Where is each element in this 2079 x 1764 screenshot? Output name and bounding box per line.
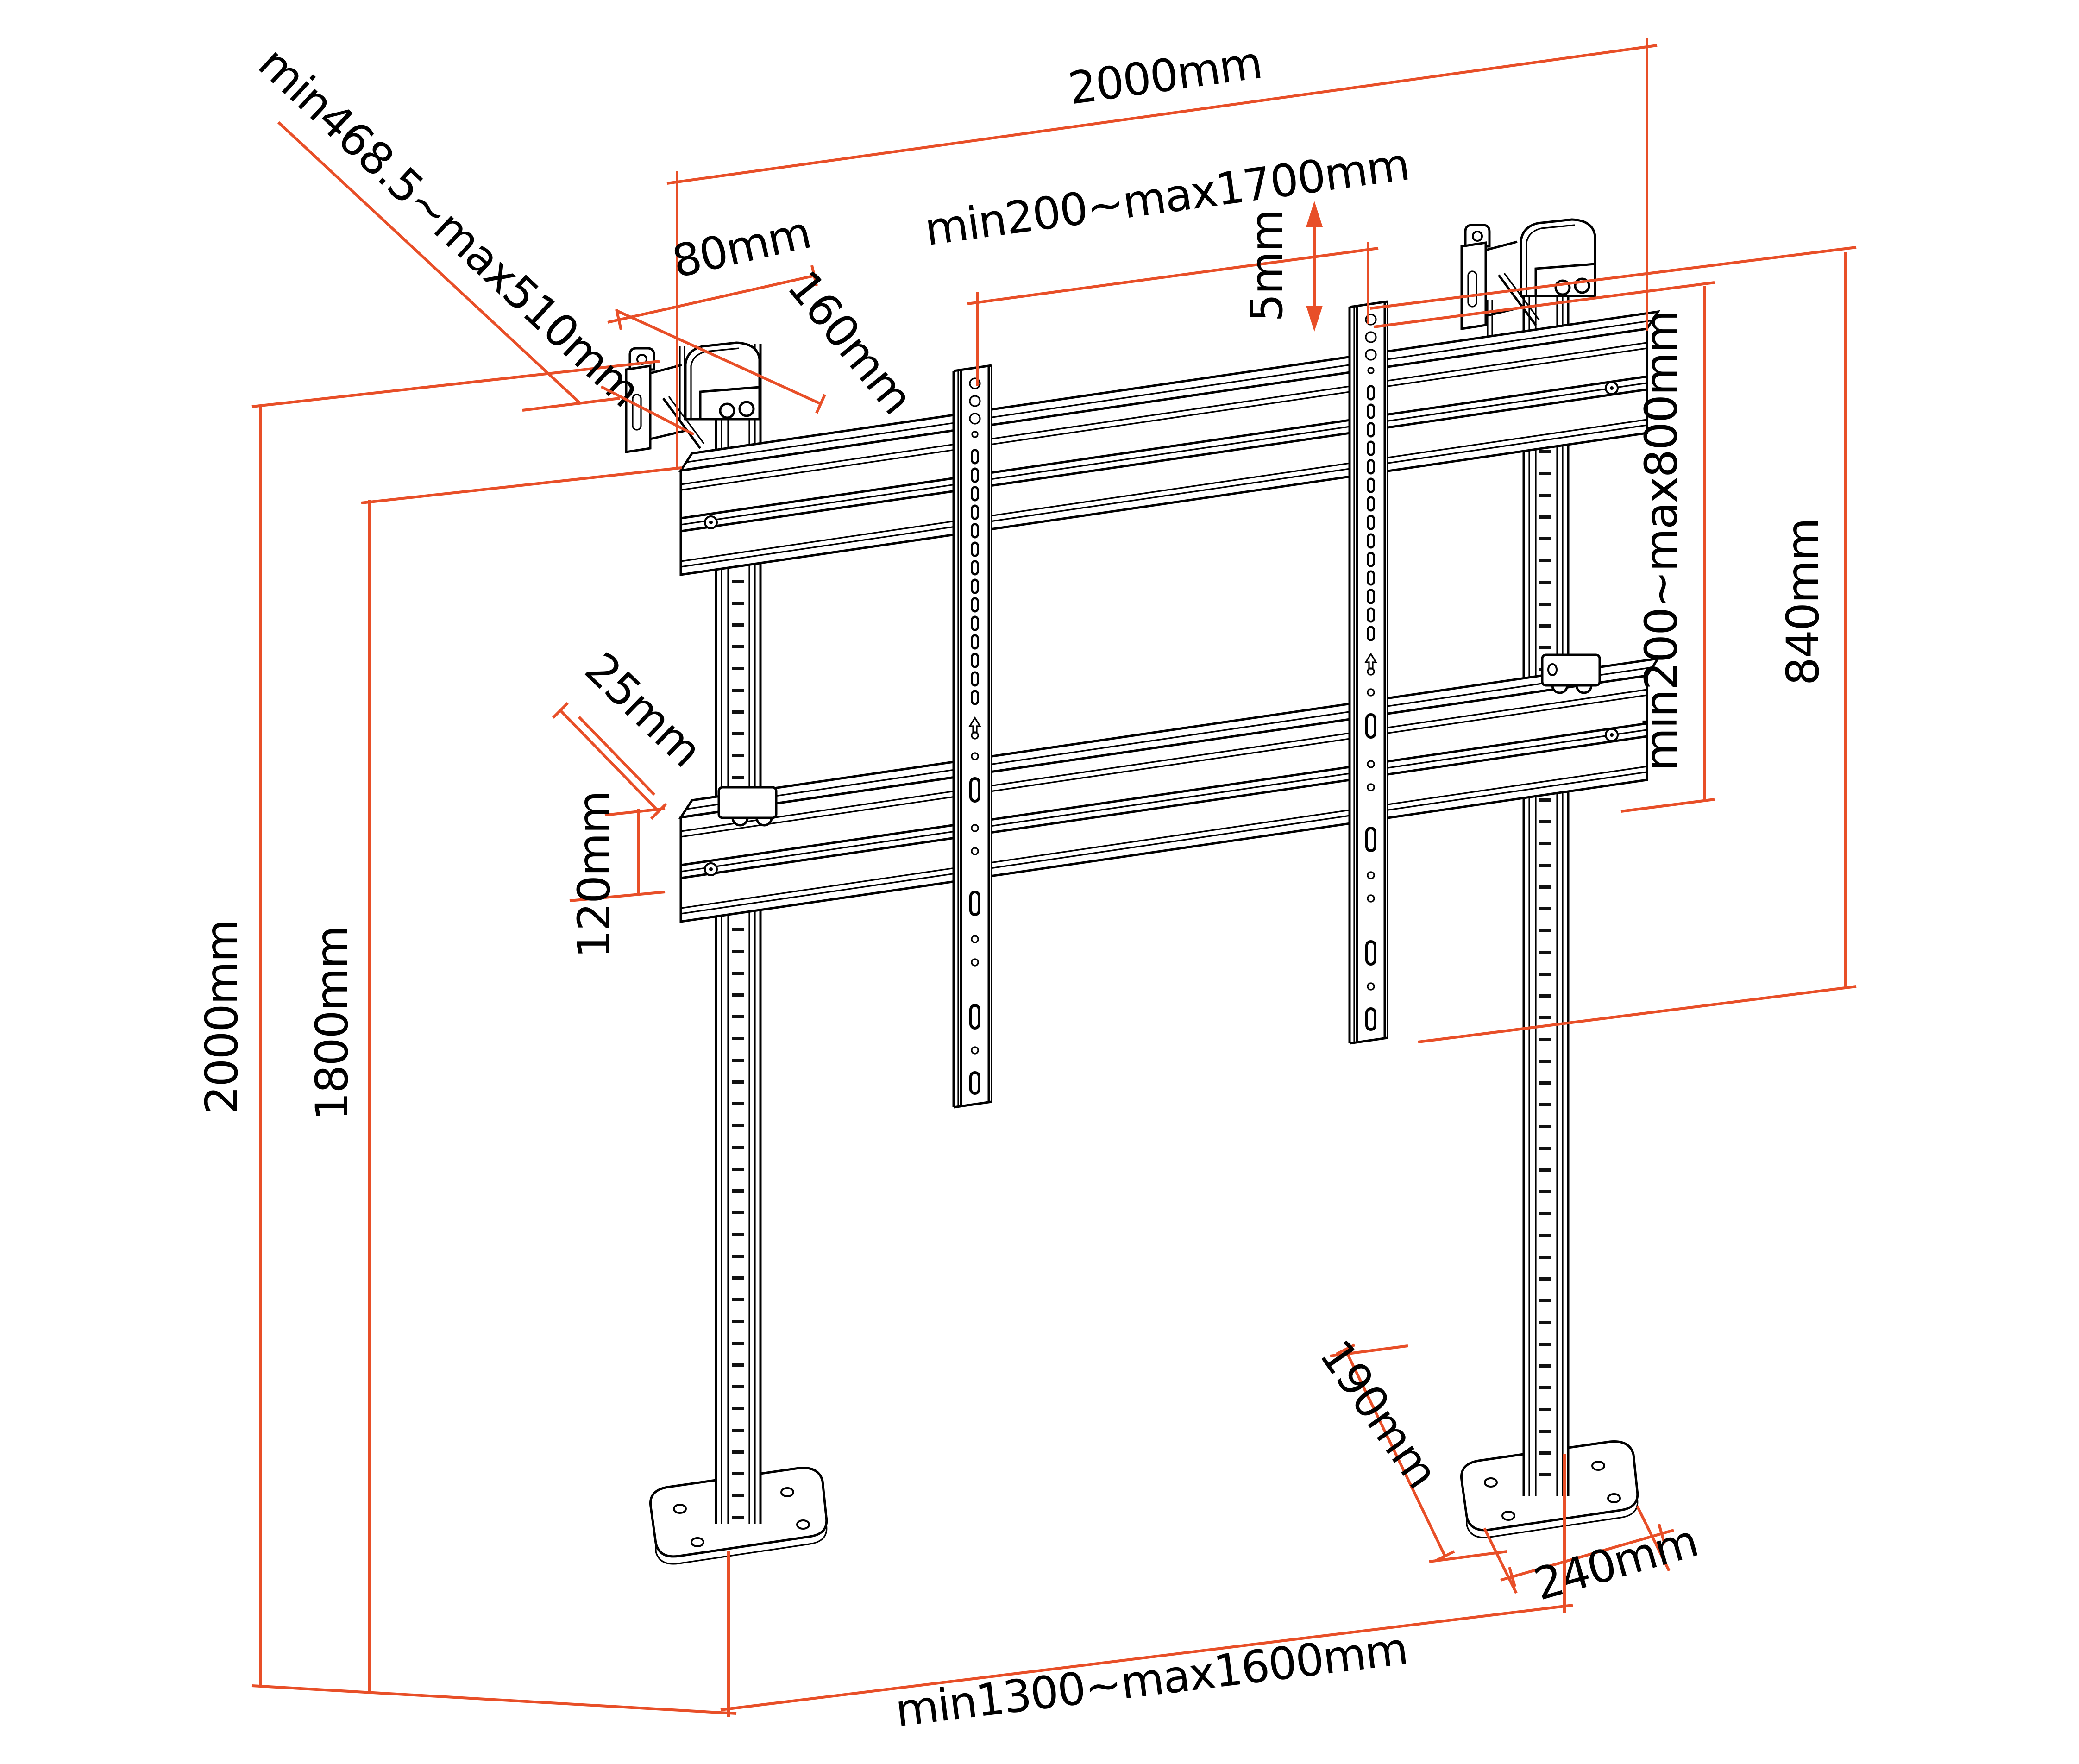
- dimension-label-column-height: 1800mm: [306, 926, 358, 1120]
- screw-hole: [1607, 1493, 1621, 1503]
- left-vesa-strip: [952, 364, 992, 1109]
- tick: [1658, 1524, 1666, 1544]
- dimension-label-wall-offset: min468.5~max510mm: [249, 37, 651, 417]
- dimension-vesa-height: min200~max800mm: [1373, 281, 1715, 813]
- screw-hole: [691, 1537, 704, 1547]
- extension-line: [1620, 798, 1715, 813]
- top-crossbar: [678, 310, 1661, 576]
- extension-line: [569, 891, 666, 902]
- extension-line: [1369, 246, 1857, 310]
- dimension-total-height: 2000mm: [196, 360, 737, 1715]
- arrow-head-down: [1306, 306, 1323, 332]
- clamp-bolt: [719, 402, 735, 419]
- dimension-line: [617, 310, 822, 405]
- extension-line: [1429, 1550, 1507, 1563]
- dimension-line: [1500, 1529, 1674, 1582]
- dimension-line: [666, 44, 1658, 185]
- vesa-holes: [1364, 314, 1377, 1031]
- dimension-column-height: 1800mm: [306, 466, 682, 1692]
- dimension-line: [559, 709, 660, 813]
- tick: [615, 309, 622, 330]
- dimension-line: [967, 247, 1379, 305]
- screw-hole: [1501, 1511, 1515, 1521]
- right-column: [1487, 296, 1570, 1496]
- dimension-wall-offset: min468.5~max510mm: [249, 37, 651, 417]
- left-slider-bracket: [717, 786, 778, 827]
- dimension-label-clamp-offset: 80mm: [667, 207, 815, 288]
- dimension-label-stand-width: min1300~max1600mm: [892, 1623, 1410, 1737]
- tick: [815, 394, 826, 414]
- screw-hole: [780, 1487, 794, 1497]
- dimension-vesa-width: min200~max1700mm: [922, 138, 1412, 386]
- dimension-stand-width: min1300~max1600mm: [720, 1454, 1573, 1737]
- extension-line: [251, 1684, 737, 1715]
- dimension-label-base-depth: 190mm: [1310, 1331, 1448, 1497]
- dimension-label-vesa-width: min200~max1700mm: [922, 138, 1412, 256]
- dimension-line: [277, 121, 582, 405]
- dimension-label-total-height: 2000mm: [196, 920, 248, 1114]
- right-slider-bracket: [1541, 653, 1601, 694]
- tick: [650, 803, 667, 820]
- extension-line: [604, 807, 666, 816]
- dimension-label-rail-height: 120mm: [568, 791, 620, 958]
- dimension-height-adjust: 5mm: [1241, 201, 1323, 332]
- extension-line: [1373, 281, 1715, 328]
- dimension-label-clamp-depth: 160mm: [778, 261, 923, 423]
- extension-line: [600, 385, 695, 436]
- screw-hole: [1591, 1461, 1605, 1471]
- arrow-head-up: [1306, 201, 1323, 227]
- extension-line: [361, 466, 682, 504]
- vesa-holes: [968, 377, 981, 1095]
- dimension-clamp-offset: 80mm: [607, 207, 818, 330]
- bracket-slot: [632, 394, 642, 431]
- dimension-label-base-width: 240mm: [1528, 1515, 1703, 1611]
- screw-hole: [673, 1504, 687, 1514]
- dimension-bracket-height: 840mm: [1369, 246, 1857, 1043]
- clamp-bolt: [738, 401, 755, 417]
- tick: [552, 702, 569, 719]
- extension-line: [1418, 985, 1857, 1043]
- screw-hole: [796, 1519, 810, 1530]
- extension-line: [1636, 1505, 1671, 1572]
- extension-line: [1330, 1344, 1408, 1357]
- extension-line: [251, 360, 660, 408]
- extension-line: [578, 716, 656, 796]
- bracket-slot: [1467, 270, 1477, 308]
- left-top-clamp: [625, 341, 761, 453]
- dimension-label-vesa-height: min200~max800mm: [1635, 311, 1687, 771]
- dimension-line: [720, 1604, 1573, 1711]
- dimension-line: [607, 274, 817, 324]
- extension-line: [522, 397, 620, 412]
- right-vesa-strip: [1348, 300, 1388, 1045]
- dimension-label-rail-depth: 25mm: [575, 642, 711, 777]
- dimension-line: [1344, 1349, 1446, 1557]
- dimension-rail-height: 120mm: [568, 791, 666, 958]
- tick: [1335, 1343, 1356, 1356]
- dimension-label-bracket-height: 840mm: [1777, 519, 1829, 685]
- tick: [1508, 1567, 1516, 1587]
- extension-line: [1483, 1527, 1518, 1594]
- bottom-crossbar: [678, 657, 1661, 923]
- screw-hole: [1484, 1477, 1498, 1488]
- dimension-label-height-adjust: 5mm: [1241, 210, 1293, 322]
- tick: [810, 265, 818, 286]
